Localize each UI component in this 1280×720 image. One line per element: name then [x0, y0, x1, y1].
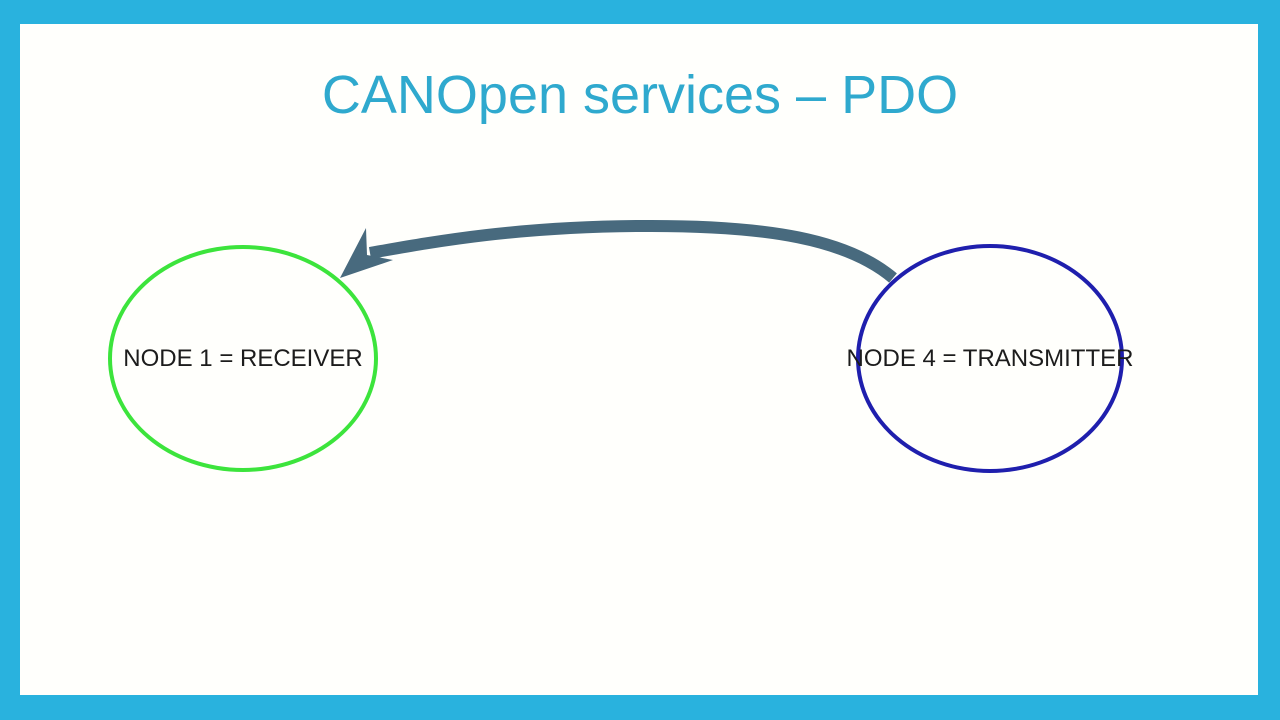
node-receiver-ellipse: NODE 1 = RECEIVER — [108, 245, 378, 472]
node-transmitter-ellipse: NODE 4 = TRANSMITTER — [847, 244, 1133, 473]
slide-title: CANOpen services – PDO — [321, 65, 959, 125]
node-receiver-label: NODE 1 = RECEIVER — [123, 344, 363, 372]
node-transmitter-label: NODE 4 = TRANSMITTER — [846, 344, 1134, 372]
